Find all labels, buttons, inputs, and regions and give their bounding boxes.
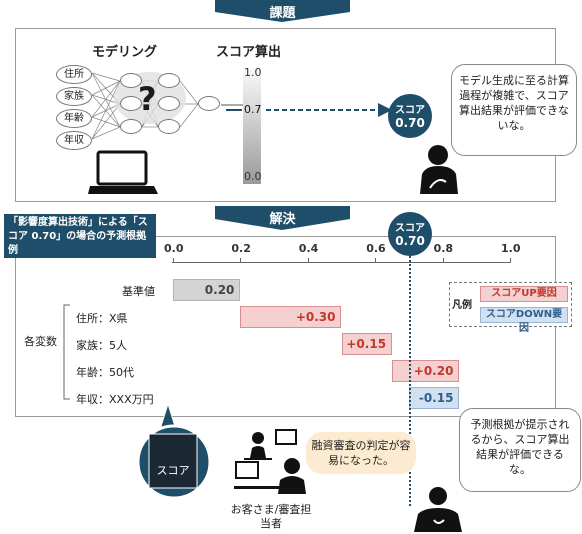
- x-tick-mark: [307, 258, 309, 263]
- score-circle-label: スコア: [395, 223, 425, 234]
- x-axis-line: [172, 262, 511, 263]
- hidden-node: [158, 119, 180, 134]
- screen-callout: [136, 402, 212, 500]
- score-circle-value: 0.70: [395, 116, 425, 130]
- hidden-node: [120, 119, 142, 134]
- row-label: 年齢：50代: [76, 366, 134, 379]
- bar-up-factor: +0.30: [240, 306, 342, 328]
- solution-banner-shape: [215, 206, 350, 230]
- customer-caption: お客さま/審査担当者: [230, 503, 312, 530]
- problem-score-circle: スコア 0.70: [388, 94, 432, 138]
- bar-baseline: 0.20: [173, 279, 241, 301]
- bar-up-factor: +0.15: [341, 333, 393, 355]
- row-label: 住所：X県: [76, 312, 128, 325]
- row-label: 年収：XXX万円: [76, 393, 154, 406]
- modeling-title: モデリング: [92, 45, 158, 60]
- legend-title: 凡例: [452, 300, 472, 311]
- scale-top-label: 1.0: [244, 66, 262, 79]
- satisfied-person-icon: [414, 487, 462, 532]
- x-tick-mark: [442, 258, 444, 263]
- row-label: 基準値: [122, 285, 155, 298]
- hidden-node: [120, 96, 142, 111]
- row-label: 家族：5人: [76, 339, 127, 352]
- input-node-income: 年収: [56, 131, 92, 150]
- score-scale-bar: [243, 68, 261, 184]
- question-mark: ?: [138, 80, 157, 118]
- center-speech-bubble: 融資審査の判定が容易になった。: [306, 432, 416, 474]
- output-node: [198, 96, 220, 111]
- x-tick-mark: [240, 258, 242, 263]
- score-title: スコア算出: [216, 45, 282, 60]
- bar-down-factor: -0.15: [408, 387, 460, 409]
- problem-banner: 課題: [269, 6, 296, 21]
- score-arrow: [226, 103, 392, 117]
- worried-person-icon: [420, 145, 458, 194]
- input-node-age: 年齢: [56, 109, 92, 128]
- problem-banner-shape: [215, 0, 350, 22]
- x-tick-label: 0.8: [433, 242, 454, 255]
- legend-down: スコアDOWN要因: [480, 307, 568, 334]
- problem-speech-bubble: モデル生成に至る計算過程が複雑で、スコア算出結果が評価できないな。: [451, 64, 577, 156]
- x-tick-label: 1.0: [501, 242, 521, 255]
- x-tick-label: 0.4: [298, 242, 319, 255]
- scale-bottom-label: 0.0: [244, 170, 262, 183]
- hidden-node: [120, 73, 142, 88]
- x-tick-label: 0.2: [231, 242, 251, 255]
- input-node-address: 住所: [56, 65, 92, 84]
- legend-up: スコアUP要因: [480, 286, 568, 302]
- hidden-node: [158, 96, 180, 111]
- screen-label: スコア: [156, 464, 190, 477]
- solution-banner: 解決: [269, 212, 296, 227]
- variables-bracket: [63, 304, 70, 400]
- hidden-node: [158, 73, 180, 88]
- score-circle-label: スコア: [395, 105, 425, 116]
- score-circle-value: 0.70: [395, 234, 425, 248]
- scale-mid-label: 0.7: [244, 103, 262, 116]
- x-tick-label: 0.0: [164, 242, 184, 255]
- x-tick-label: 0.6: [366, 242, 386, 255]
- bar-up-factor: +0.20: [392, 360, 460, 382]
- input-node-family: 家族: [56, 87, 92, 106]
- solution-score-circle: スコア 0.70: [388, 212, 432, 256]
- solution-tag: 「影響度算出技術」による「スコア 0.70」の場合の予測根拠例: [4, 214, 156, 258]
- variables-group-label: 各変数: [24, 335, 57, 348]
- x-tick-mark: [173, 258, 174, 263]
- customer-and-officer-icon: [234, 429, 306, 494]
- laptop-icon: [88, 150, 158, 194]
- x-tick-mark: [510, 258, 511, 263]
- solution-speech-bubble: 予測根拠が提示されるから、スコア算出結果が評価できるな。: [459, 408, 581, 492]
- x-tick-mark: [375, 258, 377, 263]
